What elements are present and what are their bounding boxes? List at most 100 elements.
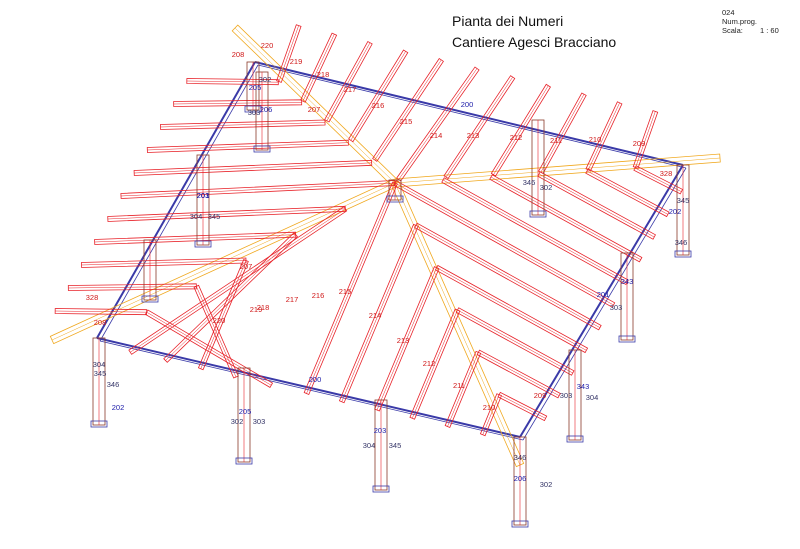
- rafter-sw-5: [144, 309, 274, 388]
- rafter-se-6-axis: [394, 182, 614, 306]
- rafter-nw-2: [67, 283, 197, 291]
- label-red-5: 216: [372, 101, 385, 110]
- rafter-ne-8: [490, 83, 552, 177]
- label-gray-2: 304: [190, 212, 203, 221]
- rafter-sw-4-axis: [196, 286, 237, 378]
- label-blue-3: 203: [197, 191, 210, 200]
- rafter-nw-4: [94, 231, 297, 245]
- rafter-nw-7: [133, 159, 373, 176]
- post-base-9: [529, 210, 547, 218]
- rafter-ne-11-axis: [635, 111, 656, 168]
- rafter-se-8: [489, 174, 643, 263]
- rafter-sw-9-axis: [412, 309, 458, 419]
- label-red-27: 209: [534, 391, 547, 400]
- rafter-se-5-axis: [415, 225, 601, 328]
- ring-beam-2: [96, 337, 521, 438]
- rafter-ne-10: [585, 101, 623, 172]
- drawing-number: 024: [722, 8, 735, 17]
- num-prog-label: Num.prog.: [722, 17, 758, 26]
- rafter-ne-11: [632, 110, 659, 169]
- rafter-sw-6: [303, 181, 398, 395]
- label-blue-1: 201: [597, 290, 610, 299]
- label-red-0: 208: [232, 50, 245, 59]
- label-gray-16: 303: [560, 391, 573, 400]
- label-blue-2: 202: [669, 207, 682, 216]
- label-red-21: 215: [339, 287, 352, 296]
- label-red-24: 212: [423, 359, 436, 368]
- rafter-ne-2-axis: [302, 34, 335, 102]
- label-red-11: 210: [589, 135, 602, 144]
- rafter-ne-10-axis: [588, 102, 620, 170]
- rafter-se-10-axis: [586, 170, 668, 215]
- post-base-2: [90, 420, 108, 428]
- rafter-se-8-axis: [490, 176, 641, 260]
- page-subtitle: Cantiere Agesci Bracciano: [452, 34, 617, 50]
- post-base-3: [235, 457, 253, 465]
- label-red-16: 220: [213, 316, 226, 325]
- label-blue-8: 201: [197, 191, 210, 200]
- rafter-ne-3-axis: [326, 42, 371, 121]
- rafter-ne-2: [300, 32, 338, 103]
- rafter-se-4: [434, 264, 589, 354]
- post-base-0: [244, 105, 262, 113]
- post-base-8: [674, 250, 692, 258]
- rafter-sw-7: [338, 223, 419, 404]
- label-gray-12: 304: [363, 441, 376, 450]
- hip-beam-ne-axis: [394, 157, 721, 184]
- rafter-sw-6-axis: [306, 182, 396, 394]
- rafter-ne-7-axis: [445, 76, 513, 178]
- label-blue-6: 343: [621, 277, 634, 286]
- label-gray-17: 304: [586, 393, 599, 402]
- rafter-nw-10-axis: [173, 102, 302, 105]
- rafter-sw-3-axis: [200, 260, 247, 369]
- post-base-4: [372, 485, 390, 493]
- rafter-sw-10-axis: [447, 352, 479, 427]
- post-base-6: [566, 435, 584, 443]
- rafter-nw-9-axis: [160, 122, 326, 128]
- label-blue-11: 205: [239, 407, 252, 416]
- label-red-22: 214: [369, 311, 382, 320]
- label-red-25: 211: [453, 381, 465, 390]
- rafter-ne-3: [324, 40, 373, 123]
- rafter-sw-8-axis: [376, 267, 437, 411]
- label-red-12: 209: [633, 139, 646, 148]
- ring-beam-inner-2: [99, 340, 524, 441]
- rafter-se-5: [414, 222, 602, 331]
- rafter-nw-2-axis: [68, 286, 197, 289]
- ring-beam-inner-1: [522, 167, 687, 441]
- rafter-ne-6-axis: [398, 68, 478, 180]
- label-red-20: 216: [312, 291, 325, 300]
- label-gray-10: 302: [231, 417, 244, 426]
- rafter-nw-4-axis: [94, 234, 296, 243]
- label-blue-12: 206: [514, 474, 527, 483]
- label-blue-7: 200: [309, 375, 322, 384]
- rafter-nw-1: [54, 308, 148, 316]
- rafter-sw-7-axis: [341, 225, 417, 402]
- post-base-7: [618, 335, 636, 343]
- label-blue-13: 343: [577, 382, 590, 391]
- label-gray-4: 346: [523, 178, 536, 187]
- rafter-se-3-axis: [457, 309, 573, 374]
- rafter-se-4-axis: [436, 267, 587, 351]
- label-gray-9: 346: [107, 380, 120, 389]
- ring-beam-inner-0: [257, 64, 687, 169]
- label-red-23: 213: [397, 336, 410, 345]
- beams-layer: [49, 24, 721, 468]
- label-red-15: 208: [94, 318, 107, 327]
- rafter-nw-11: [186, 78, 279, 86]
- label-blue-5: 206: [260, 105, 273, 114]
- label-gray-1: 303: [248, 108, 261, 117]
- rafter-nw-6-axis: [120, 182, 396, 197]
- rafter-sw-11: [479, 393, 503, 437]
- hip-beam-se-axis: [394, 182, 521, 466]
- post-base-5: [511, 520, 529, 528]
- label-gray-18: 345: [677, 196, 690, 205]
- rafter-se-7: [441, 177, 629, 286]
- rafter-nw-8-axis: [147, 142, 349, 151]
- rafter-ne-4: [348, 49, 409, 143]
- rafter-nw-3: [81, 257, 247, 268]
- rafter-sw-8: [374, 266, 440, 412]
- hip-beam-nw-axis: [234, 27, 396, 184]
- rafter-se-6: [393, 180, 616, 308]
